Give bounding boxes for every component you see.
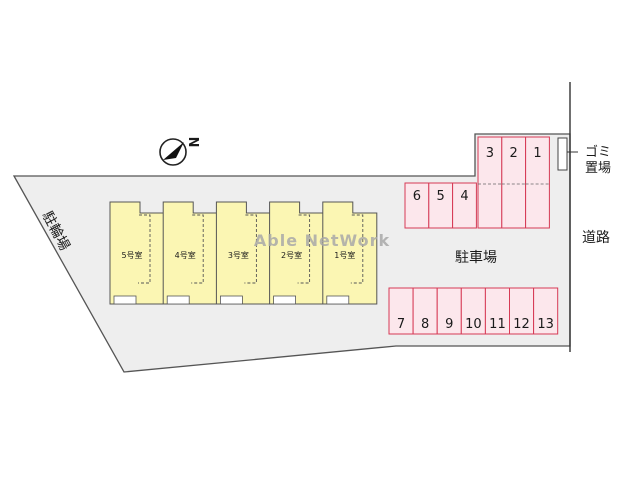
garbage-box — [557, 137, 568, 171]
apartment-units: 5号室 4号室 3号室 2号室 1号室 — [109, 201, 378, 305]
parking-space-3: 3 — [477, 136, 503, 229]
parking-number: 13 — [537, 317, 554, 332]
parking-number: 6 — [413, 189, 421, 204]
parking-number: 1 — [533, 146, 541, 161]
unit-label: 3号室 — [228, 250, 249, 260]
parking-space-5: 5 — [428, 182, 454, 229]
parking-space-7: 7 — [388, 287, 414, 335]
unit-label: 4号室 — [175, 250, 196, 260]
parking-space-13: 13 — [533, 287, 559, 335]
road-label: 道路 — [582, 230, 610, 246]
garbage-label-line-1: ゴミ — [585, 144, 611, 160]
unit-3: 3号室 — [215, 201, 271, 305]
parking-space-10: 10 — [460, 287, 486, 335]
north-label: N — [188, 137, 203, 148]
parking-space-1: 1 — [525, 136, 550, 229]
parking-space-8: 8 — [412, 287, 438, 335]
parking-space-11: 11 — [484, 287, 510, 335]
parking-number: 2 — [510, 146, 518, 161]
garbage-label-line-2: 置場 — [585, 161, 611, 176]
parking-space-4: 4 — [452, 182, 477, 229]
unit-label: 2号室 — [281, 250, 302, 260]
parking-number: 11 — [489, 317, 506, 332]
unit-4: 4号室 — [162, 201, 218, 305]
unit-2: 2号室 — [269, 201, 325, 305]
north-compass: N — [159, 137, 203, 166]
parking-lot-label: 駐車場 — [455, 249, 497, 266]
parking-number: 7 — [397, 317, 405, 332]
parking-space-2: 2 — [501, 136, 527, 229]
parking-number: 4 — [460, 189, 468, 204]
parking-number: 8 — [421, 317, 429, 332]
parking-number: 5 — [437, 189, 445, 204]
parking-number: 9 — [445, 317, 453, 332]
unit-5: 5号室 — [109, 201, 165, 305]
parking-number: 10 — [465, 317, 482, 332]
unit-1: 1号室 — [322, 201, 378, 305]
parking-number: 3 — [486, 146, 494, 161]
parking-space-9: 9 — [436, 287, 462, 335]
parking-space-12: 12 — [509, 287, 535, 335]
watermark: Able NetWork — [254, 231, 390, 250]
unit-label: 1号室 — [334, 250, 355, 260]
parking-space-6: 6 — [404, 182, 430, 229]
parking-number: 12 — [513, 317, 530, 332]
unit-label: 5号室 — [121, 250, 142, 260]
